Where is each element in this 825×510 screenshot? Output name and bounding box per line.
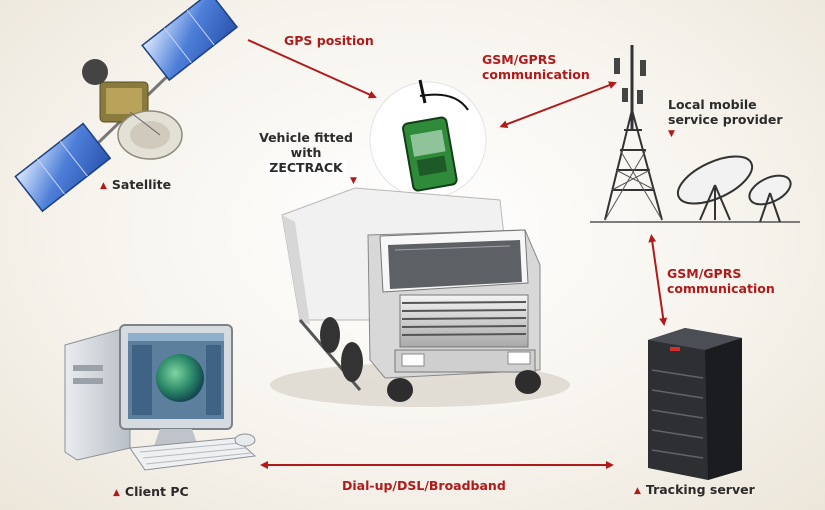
label-gsm-top-line1: GSM/GPRS <box>482 52 557 67</box>
label-vehicle: Vehicle fitted with <box>256 130 356 160</box>
label-local-provider-line1: Local mobile <box>668 97 757 112</box>
arrow-gsm-top <box>499 81 617 129</box>
label-local-provider-line2: service provider <box>668 112 783 127</box>
cell-tower-icon <box>590 45 800 223</box>
pointer-icon: ▼ <box>668 129 675 139</box>
label-tracking-server: ▲ Tracking server <box>634 482 755 499</box>
label-vehicle-line1: Vehicle fitted <box>259 130 353 145</box>
arrow-gsm-right <box>648 234 668 326</box>
label-satellite-text: Satellite <box>111 177 172 192</box>
server-icon <box>648 328 742 480</box>
label-local-provider: Local mobile service provider <box>668 97 782 127</box>
label-satellite: ▲ Satellite <box>100 177 171 194</box>
label-vehicle-line3: ZECTRACK <box>266 160 346 175</box>
pointer-icon: ▲ <box>634 486 641 496</box>
arrows <box>247 39 668 469</box>
label-gsm-right-line1: GSM/GPRS <box>667 266 742 281</box>
label-gsm-right-line2: communication <box>667 281 775 296</box>
satellite-icon <box>14 0 239 213</box>
client-pc-icon <box>64 324 257 471</box>
pointer-icon: ▼ <box>350 176 357 186</box>
label-vehicle-line2: with <box>290 145 322 160</box>
pointer-icon: ▲ <box>113 488 120 498</box>
label-vehicle-brand-box: ZECTRACK <box>256 160 356 175</box>
label-tracking-server-text: Tracking server <box>645 482 755 497</box>
satellite-dish-icon <box>676 155 792 223</box>
pointer-icon: ▲ <box>100 181 107 191</box>
label-dialup: Dial-up/DSL/Broadband <box>342 478 506 493</box>
label-gps-position: GPS position <box>284 33 374 48</box>
label-gsm-top: GSM/GPRS communication <box>482 52 590 82</box>
arrow-gps <box>247 39 377 99</box>
label-gsm-top-line2: communication <box>482 67 590 82</box>
label-client-pc: ▲ Client PC <box>113 484 189 501</box>
tracking-device-icon <box>402 79 469 192</box>
label-client-pc-text: Client PC <box>124 484 189 499</box>
label-gsm-right: GSM/GPRS communication <box>667 266 775 296</box>
truck-icon <box>270 187 570 407</box>
